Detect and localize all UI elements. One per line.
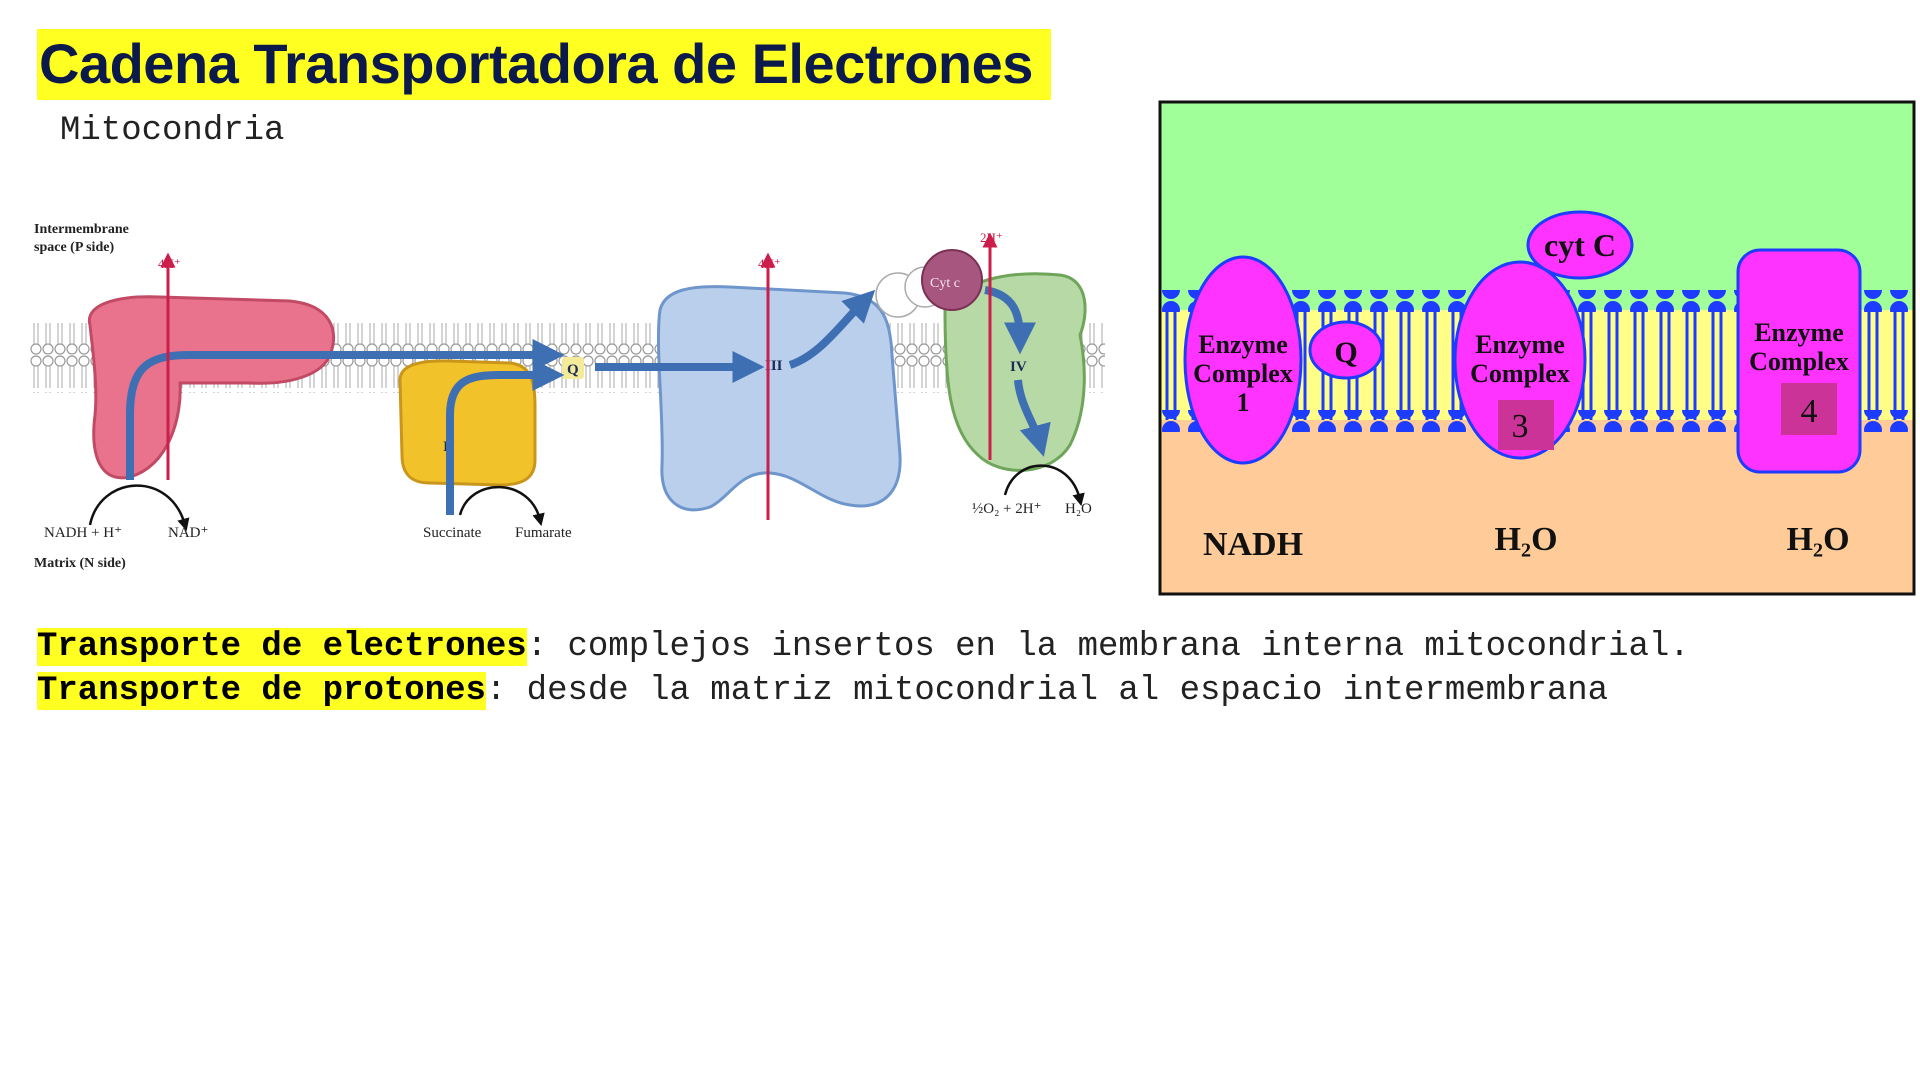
complex-3-badge-label: 3	[1512, 408, 1529, 445]
complex-4-label: IV	[1010, 359, 1027, 375]
succinate-conversion-arrow	[458, 485, 545, 527]
page-subtitle: Mitocondria	[60, 112, 285, 150]
etc-simplified-diagram: Enzyme Complex 1 Q Enzyme Complex 3 cyt …	[1158, 100, 1916, 596]
electron-arrow	[1014, 379, 1051, 457]
electron-arrow	[984, 286, 1036, 355]
complex-1-line3: 1	[1237, 388, 1250, 417]
intermembrane-label: Intermembrane	[34, 222, 129, 237]
ubiquinone-q: Q	[1308, 320, 1384, 380]
water-label: H₂O	[1065, 501, 1092, 517]
cyt-c: Cyt c	[921, 249, 983, 311]
complex-1-line1: Enzyme	[1198, 330, 1288, 359]
nadh-conversion-arrow	[88, 484, 190, 532]
oxygen-label: ½O₂ + 2H⁺	[972, 501, 1042, 517]
complex-3-badge	[1498, 400, 1554, 450]
oxygen-conversion-arrow	[1003, 464, 1085, 507]
complex-4-line1: Enzyme	[1754, 318, 1844, 347]
complex-3: III	[656, 285, 902, 512]
bullet-text: : complejos insertos en la membrana inte…	[526, 628, 1690, 666]
description-lines: Transporte de electrones: complejos inse…	[37, 625, 1690, 713]
bullet-text: : desde la matriz mitocondrial al espaci…	[485, 672, 1609, 710]
q-label: Q	[1334, 336, 1357, 369]
electron-flow-arrows	[126, 286, 1051, 515]
etc-textbook-diagram: Intermembrane space (P side) Matrix (N s…	[30, 222, 1105, 571]
bullet-term: Transporte de electrones	[37, 628, 527, 666]
cyt-c-label: cyt C	[1544, 227, 1616, 263]
fumarate-label: Fumarate	[515, 525, 572, 541]
proton-label-3: 4H⁺	[758, 256, 781, 271]
nad-label: NAD⁺	[168, 525, 208, 541]
substrate-arrows	[88, 464, 1085, 532]
nadh-label: NADH + H⁺	[44, 525, 122, 541]
complex-1-line2: Complex	[1193, 359, 1293, 388]
proton-label-1: 4H⁺	[158, 256, 181, 271]
bullet-term: Transporte de protones	[37, 672, 486, 710]
intermembrane-label-2: space (P side)	[34, 240, 114, 255]
complex-3-line1: Enzyme	[1475, 330, 1565, 359]
matrix-label: Matrix (N side)	[34, 556, 126, 571]
cyt-c: cyt C	[1526, 210, 1634, 280]
complex-4-badge-label: 4	[1801, 393, 1818, 430]
complex-4: IV	[943, 272, 1087, 472]
cyt-c-label: Cyt c	[930, 276, 960, 291]
electron-arrow	[788, 289, 876, 369]
complex-4-badge	[1781, 383, 1837, 435]
nadh-label: NADH	[1203, 526, 1303, 563]
proton-arrows	[160, 232, 998, 520]
q-label: Q	[567, 362, 579, 378]
proton-label-4: 2H⁺	[980, 230, 1003, 245]
complex-3-line2: Complex	[1470, 359, 1570, 388]
bullet-electron-transport: Transporte de electrones: complejos inse…	[37, 625, 1690, 669]
water-label-2: H₂O	[1786, 521, 1849, 558]
enzyme-complex-4: Enzyme Complex 4	[1736, 248, 1862, 474]
page-title: Cadena Transportadora de Electrones	[37, 29, 1051, 100]
water-label-1: H₂O	[1494, 521, 1557, 558]
enzyme-complex-1: Enzyme Complex 1	[1183, 255, 1303, 465]
succinate-label: Succinate	[423, 525, 482, 541]
complex-4-line2: Complex	[1749, 347, 1849, 376]
electron-arrow	[126, 339, 565, 480]
electron-arrow	[446, 359, 565, 515]
bullet-proton-transport: Transporte de protones: desde la matriz …	[37, 669, 1690, 713]
ubiquinone-q: Q	[562, 357, 584, 379]
enzyme-complex-3: Enzyme Complex 3	[1453, 260, 1587, 460]
